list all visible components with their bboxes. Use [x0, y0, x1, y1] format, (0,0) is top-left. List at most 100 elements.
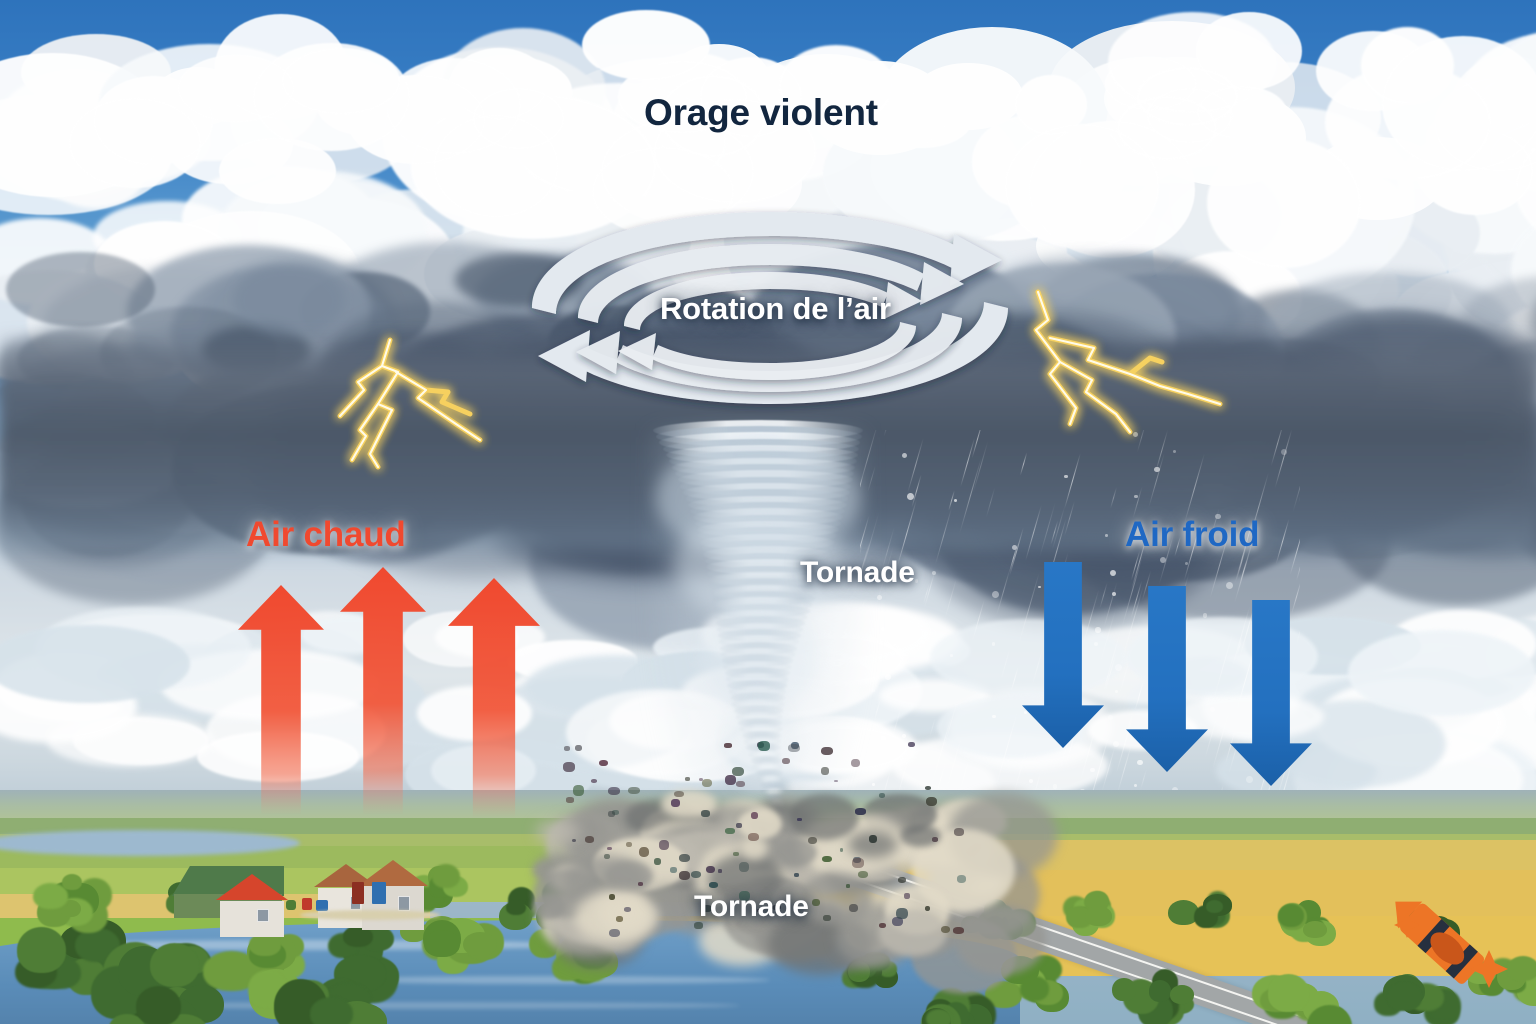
debris-speck — [953, 926, 965, 934]
rain-streak — [999, 647, 1011, 681]
debris-speck — [690, 871, 702, 879]
river-shimmer — [120, 1002, 740, 1009]
debris-puff — [740, 836, 768, 860]
debris-speck — [626, 842, 633, 848]
debris-speck — [612, 810, 620, 816]
arrow-up-icon — [340, 567, 426, 815]
tree — [248, 932, 282, 957]
hail-dot — [1184, 562, 1188, 566]
cloud-puff — [433, 115, 559, 217]
cloud-puff — [1196, 11, 1303, 90]
cloud-puff — [1381, 36, 1536, 172]
hail-dot — [1133, 432, 1139, 438]
tornado-swirl-band — [760, 781, 784, 790]
hail-dot — [1109, 569, 1116, 576]
debris-speck — [908, 741, 915, 747]
hail-dot — [901, 733, 907, 739]
river — [0, 830, 300, 856]
rain-streak — [1131, 486, 1143, 519]
tornado-swirl-band — [732, 698, 784, 710]
cloud-puff — [1531, 255, 1536, 390]
hail-dot — [1114, 663, 1122, 671]
tornado-swirl-band — [734, 705, 783, 716]
hail-dot — [1024, 711, 1028, 714]
crayon-watermark — [1385, 890, 1515, 1000]
dirt-path — [300, 910, 440, 920]
debris-speck — [855, 808, 867, 815]
hail-dot — [1113, 740, 1120, 747]
debris-speck — [953, 828, 964, 836]
debris-speck — [821, 767, 830, 775]
hail-dot — [872, 688, 876, 692]
tree — [423, 929, 461, 958]
tree — [1112, 977, 1136, 1001]
hail-dot — [1028, 778, 1034, 784]
tree — [1386, 981, 1423, 1011]
rain-streak — [1212, 706, 1232, 771]
debris-puff — [877, 909, 947, 957]
tree — [16, 926, 66, 973]
debris-speck — [615, 915, 624, 922]
rain-streak — [985, 487, 995, 518]
rain-streak — [923, 571, 935, 609]
rain-streak — [1139, 769, 1147, 790]
tree — [1267, 974, 1310, 1012]
yard-object — [302, 898, 312, 910]
debris-speck — [702, 779, 713, 788]
tree — [158, 1013, 208, 1024]
cloud-puff — [6, 252, 155, 327]
tree — [1506, 956, 1536, 982]
tree — [109, 1014, 145, 1024]
lightning-bolt-icon — [330, 332, 530, 482]
hail-dot — [1112, 592, 1117, 597]
hail-dot — [1052, 784, 1058, 789]
hail-dot — [954, 498, 958, 502]
hail-dot — [907, 493, 914, 501]
debris-speck — [756, 909, 760, 913]
debris-speck — [701, 905, 712, 913]
debris-speck — [694, 922, 703, 930]
hail-dot — [1104, 534, 1108, 538]
rain-streak — [1298, 551, 1300, 601]
debris-puff — [789, 794, 859, 841]
arrow-down-icon — [1022, 562, 1104, 748]
hail-dot — [992, 715, 996, 719]
rain-streak — [1103, 665, 1112, 691]
tree — [1084, 905, 1113, 926]
rain-streak — [1010, 666, 1019, 693]
debris-puff — [798, 872, 873, 925]
hail-dot — [1038, 585, 1041, 589]
hail-dot — [884, 673, 891, 680]
hail-dot — [1133, 783, 1138, 788]
debris-speck — [736, 823, 742, 828]
yard-object — [316, 900, 328, 911]
debris-speck — [705, 865, 715, 874]
hail-dot — [1137, 759, 1143, 766]
debris-speck — [623, 907, 632, 913]
debris-speck — [892, 916, 903, 926]
debris-speck — [607, 846, 612, 851]
hail-dot — [1202, 613, 1207, 618]
debris-speck — [852, 857, 864, 868]
tornado-shade — [700, 600, 818, 710]
debris-speck — [793, 872, 799, 878]
tornado-label-upper: Tornade — [800, 556, 915, 589]
arrow-down-icon — [1126, 586, 1208, 772]
debris-speck — [638, 846, 650, 858]
house-roof — [216, 874, 288, 900]
rain-streak — [1038, 502, 1056, 558]
debris-speck — [878, 922, 887, 928]
tornado-shade — [656, 438, 860, 558]
tornado-swirl-band — [758, 774, 784, 783]
tree — [342, 925, 373, 947]
debris-speck — [853, 856, 861, 864]
debris-speck — [823, 915, 831, 921]
debris-speck — [791, 741, 799, 749]
tree — [135, 985, 182, 1024]
rain-streak — [944, 577, 958, 621]
hail-dot — [1210, 707, 1216, 713]
tornado-swirl-band — [748, 749, 782, 759]
debris-puff — [650, 885, 682, 904]
debris-speck — [821, 746, 833, 756]
